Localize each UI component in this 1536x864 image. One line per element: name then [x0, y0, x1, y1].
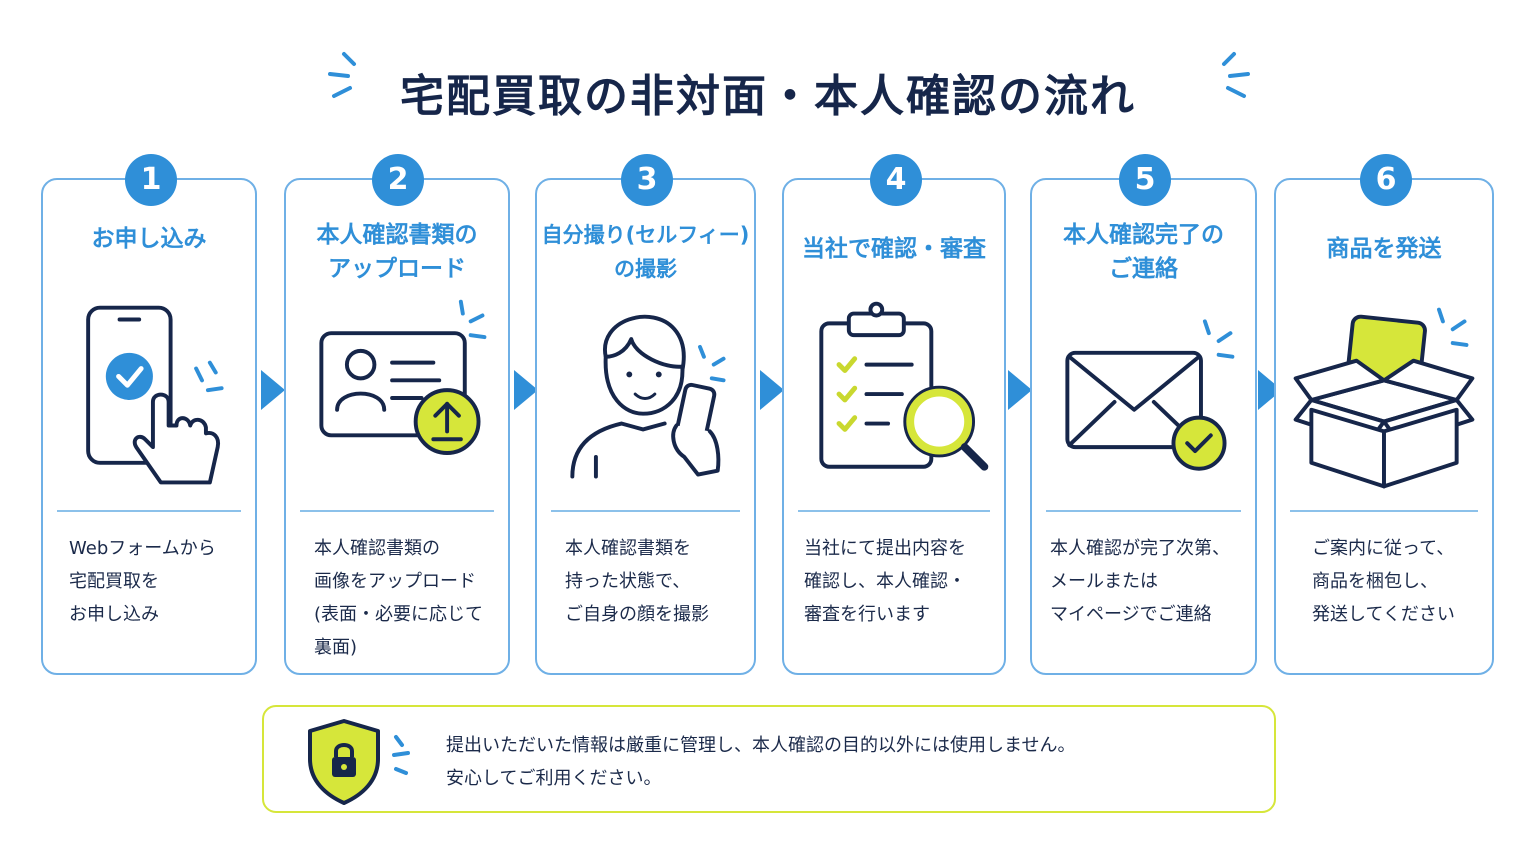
smartphone-tap-icon [86, 305, 224, 485]
step-card-4: 4 当社で確認・審査 当社にて提出内容を 確認し、本人確認・ 審査を行います [782, 154, 1006, 675]
arrow-right-icon [760, 370, 784, 410]
step-title: 当社で確認・審査 [802, 236, 986, 262]
step-number-badge: 2 [372, 154, 424, 206]
privacy-notice: 提出いただいた情報は厳重に管理し、本人確認の目的以外には使用しません。 安心して… [262, 705, 1276, 813]
step-title: 自分撮り(セルフィー) の撮影 [541, 223, 750, 281]
step-divider [551, 510, 740, 512]
envelope-check-icon [1065, 319, 1235, 471]
step-description: 本人確認書類を 持った状態で、 ご自身の顔を撮影 [565, 538, 709, 625]
id-card-upload-icon [319, 299, 487, 455]
step-divider [57, 510, 241, 512]
selfie-person-icon [570, 314, 726, 479]
arrow-right-icon [1258, 370, 1282, 410]
step-card-1: 1 お申し込み Webフォームから 宅配買取を お申し込み [41, 154, 257, 675]
notice-text: 提出いただいた情報は厳重に管理し、本人確認の目的以外には使用しません。 安心して… [446, 735, 1076, 789]
step-description: Webフォームから 宅配買取を お申し込み [69, 538, 216, 625]
arrow-right-icon [514, 370, 538, 410]
step-number-badge: 6 [1360, 154, 1412, 206]
step-description: 本人確認が完了次第、 メールまたは マイページでご連絡 [1050, 538, 1230, 625]
step-description: 本人確認書類の 画像をアップロード (表面・必要に応じて 裏面) [314, 538, 484, 658]
step-number-badge: 1 [125, 154, 177, 206]
shield-lock-icon [308, 719, 410, 805]
sparkle-left-icon [328, 52, 356, 98]
step-number-badge: 3 [621, 154, 673, 206]
step-divider [798, 510, 990, 512]
step-card-6: 6 商品を発送 ご案内に従って、 商品を梱包し、 発送してください [1274, 154, 1494, 675]
page-title: 宅配買取の非対面・本人確認の流れ [400, 71, 1136, 122]
step-card-3: 3 自分撮り(セルフィー) の撮影 本人確認書類を 持った状態で、 ご自身の顔を… [535, 154, 756, 675]
step-description: 当社にて提出内容を 確認し、本人確認・ 審査を行います [804, 538, 966, 625]
step-title: 本人確認完了の ご連絡 [1063, 222, 1224, 282]
step-description: ご案内に従って、 商品を梱包し、 発送してください [1312, 538, 1455, 625]
step-title: 商品を発送 [1326, 236, 1442, 262]
clipboard-magnifier-icon [819, 301, 989, 471]
sparkle-right-icon [1222, 52, 1250, 98]
step-divider [1046, 510, 1241, 512]
step-number-badge: 4 [870, 154, 922, 206]
arrow-right-icon [1008, 370, 1032, 410]
step-number-badge: 5 [1119, 154, 1171, 206]
step-divider [1290, 510, 1478, 512]
step-card-2: 2 本人確認書類の アップロード 本人確認書類の 画像をアップロード (表面・必… [284, 154, 510, 675]
step-card-5: 5 本人確認完了の ご連絡 本人確認が完了次第、 メールまたは マイページでご連… [1030, 154, 1257, 675]
arrow-right-icon [261, 370, 285, 410]
header: 宅配買取の非対面・本人確認の流れ [0, 48, 1536, 128]
step-divider [300, 510, 494, 512]
open-box-icon [1293, 307, 1475, 489]
step-title: お申し込み [91, 226, 207, 252]
step-title: 本人確認書類の アップロード [316, 222, 478, 282]
